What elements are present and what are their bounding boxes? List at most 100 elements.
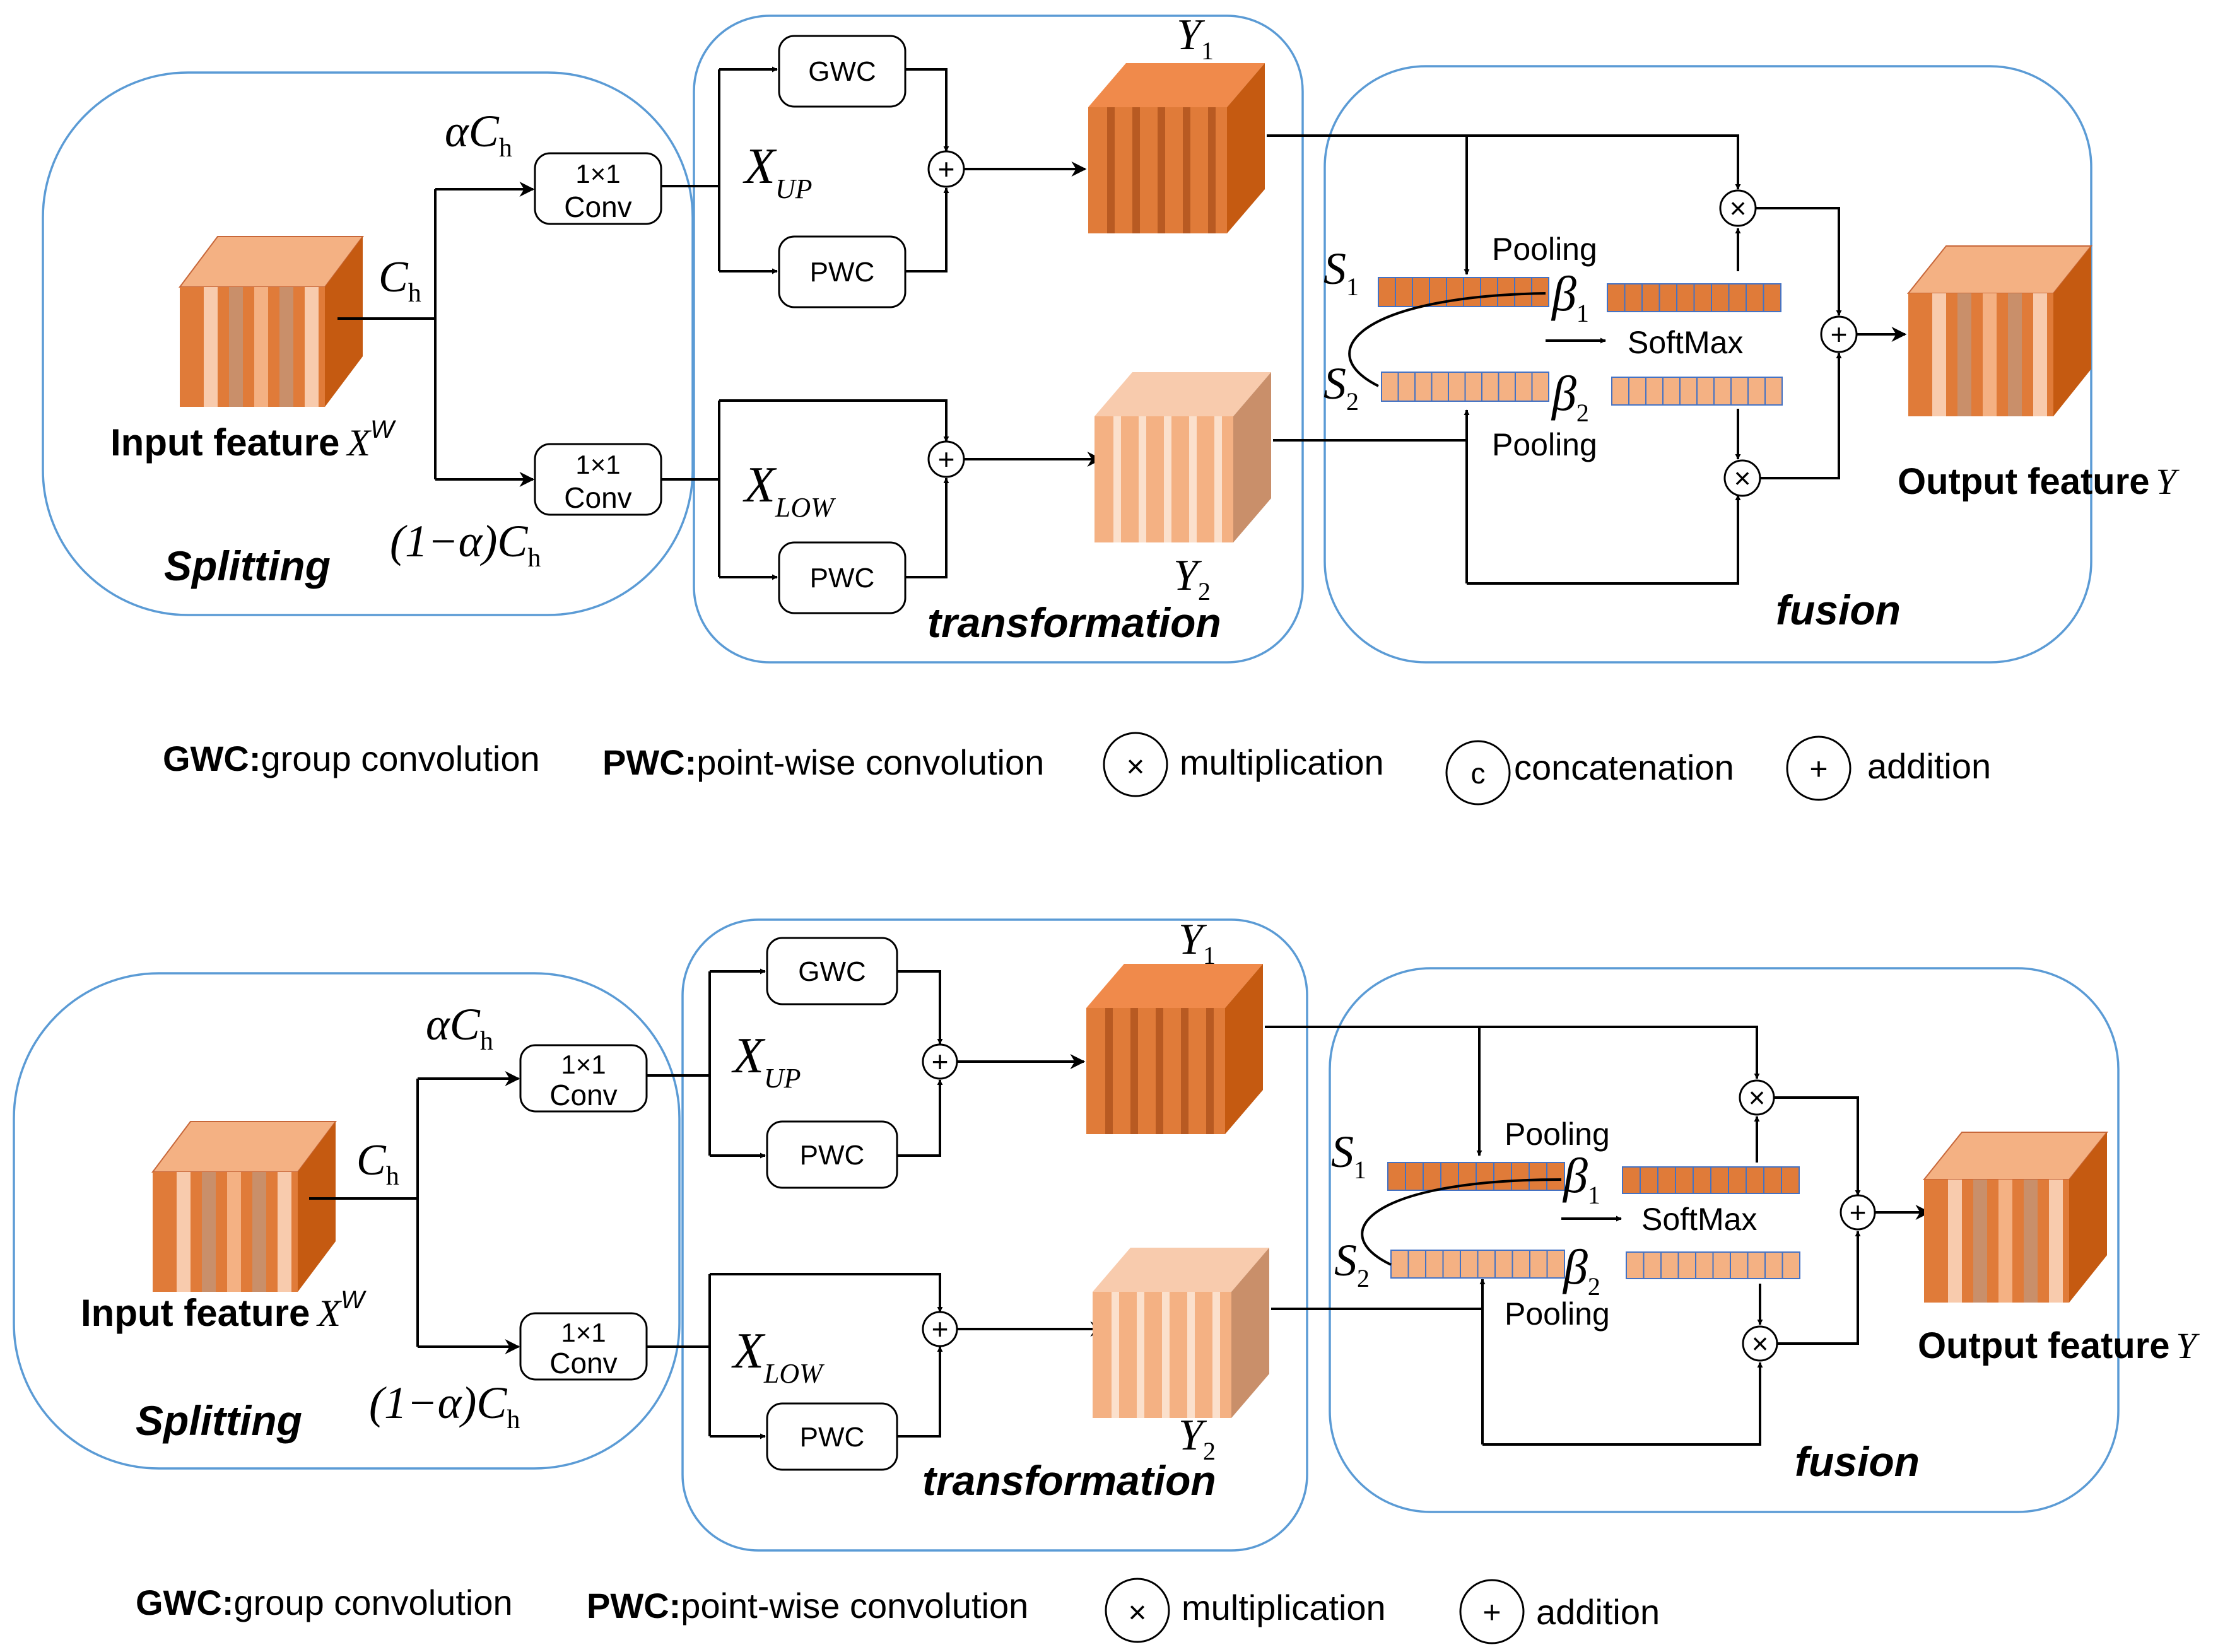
vector-cell	[1514, 277, 1532, 307]
svg-text:1×1: 1×1	[575, 159, 620, 189]
s2-label: S2	[1323, 358, 1359, 416]
softmax-vector-top	[1622, 1166, 1800, 1194]
softmax-label: SoftMax	[1641, 1202, 1757, 1237]
add-node-lower: +	[922, 1311, 958, 1347]
s1-vector	[1378, 277, 1549, 307]
svg-text:×: ×	[1749, 1081, 1766, 1114]
splitting-label: Splitting	[136, 1397, 302, 1444]
s1-s2-curve	[1348, 292, 1546, 387]
y2-feature-cube	[1094, 372, 1271, 542]
vector-cell	[1640, 1166, 1658, 1194]
ch-label: Ch	[379, 253, 421, 308]
svg-text:×: ×	[1752, 1327, 1769, 1360]
vector-cell	[1395, 277, 1413, 307]
input-feature-cube	[179, 236, 364, 407]
pooling-label-bottom: Pooling	[1492, 427, 1597, 462]
s1-label: S1	[1323, 243, 1359, 301]
svg-text:1×1: 1×1	[561, 1050, 606, 1079]
softmax-label: SoftMax	[1628, 325, 1743, 360]
vector-cell	[1498, 372, 1516, 402]
vector-cell	[1378, 277, 1396, 307]
alpha-ch-label: αCh	[445, 106, 512, 163]
vector-cell	[1423, 1162, 1441, 1191]
vector-cell	[1425, 1250, 1444, 1279]
svg-text:+: +	[1482, 1595, 1501, 1630]
y2-label: Y2	[1178, 1411, 1216, 1465]
svg-text:×: ×	[1730, 192, 1747, 225]
vector-cell	[1531, 372, 1549, 402]
s2-vector	[1390, 1250, 1565, 1279]
beta2-label: β2	[1562, 1239, 1600, 1301]
transformation-region	[693, 15, 1304, 664]
vector-cell	[1730, 377, 1749, 406]
transformation-label: transformation	[922, 1457, 1216, 1504]
vector-cell	[1746, 283, 1764, 312]
vector-cell	[1381, 372, 1399, 402]
vector-cell	[1695, 1251, 1714, 1279]
s2-vector	[1381, 372, 1549, 402]
svg-text:+: +	[932, 1313, 949, 1345]
vector-cell	[1442, 1250, 1461, 1279]
legend-multiply-icon	[1103, 732, 1168, 797]
vector-cell	[1611, 377, 1629, 406]
x-up-label: XUP	[731, 1028, 801, 1094]
vector-cell	[1781, 1166, 1800, 1194]
legend-concatenation: concatenation	[1514, 747, 1734, 787]
vector-cell	[1464, 372, 1482, 402]
legend-gwc: GWC:group convolution	[136, 1583, 513, 1622]
vector-cell	[1546, 1162, 1565, 1191]
y1-label: Y1	[1178, 915, 1216, 970]
vector-cell	[1431, 372, 1449, 402]
svg-text:×: ×	[1128, 1595, 1146, 1630]
multiply-node-bottom: ×	[1723, 459, 1761, 497]
beta1-label: β1	[1562, 1148, 1600, 1209]
svg-text:+: +	[1831, 318, 1848, 351]
vector-cell	[1712, 1251, 1731, 1279]
s1-vector	[1387, 1162, 1565, 1191]
vector-cell	[1477, 1250, 1496, 1279]
vector-cell	[1626, 1251, 1645, 1279]
vector-cell	[1624, 283, 1643, 312]
vector-cell	[1481, 372, 1499, 402]
legend-concat-icon	[1445, 740, 1511, 805]
multiply-node-bottom: ×	[1742, 1325, 1778, 1362]
vector-cell	[1728, 1166, 1747, 1194]
vector-cell	[1494, 1250, 1513, 1279]
vector-cell	[1660, 1251, 1679, 1279]
vector-cell	[1747, 1251, 1766, 1279]
svg-text:c: c	[1471, 757, 1486, 790]
output-feature-cube	[1906, 245, 2093, 416]
x-up-label: XUP	[742, 139, 813, 204]
conv-1x1-top: 1×1 Conv	[519, 1044, 648, 1113]
pwc-module-upper: PWC	[778, 235, 907, 308]
vector-cell	[1607, 283, 1626, 312]
y1-feature-cube	[1088, 63, 1265, 233]
vector-cell	[1730, 1251, 1749, 1279]
vector-cell	[1529, 1162, 1547, 1191]
vector-cell	[1515, 372, 1533, 402]
legend-gwc: GWC:group convolution	[163, 739, 540, 778]
vector-cell	[1711, 283, 1730, 312]
vector-cell	[1511, 1250, 1530, 1279]
transformation-label: transformation	[927, 599, 1221, 646]
vector-cell	[1662, 377, 1681, 406]
svg-text:+: +	[1809, 751, 1828, 787]
multiply-node-top: ×	[1739, 1079, 1775, 1116]
vector-cell	[1397, 372, 1416, 402]
svg-text:Conv: Conv	[549, 1079, 617, 1111]
svg-text:PWC: PWC	[800, 1140, 865, 1171]
svg-text:+: +	[938, 153, 955, 185]
svg-text:+: +	[938, 443, 955, 476]
svg-text:+: +	[1850, 1196, 1867, 1229]
vector-cell	[1747, 377, 1766, 406]
vector-cell	[1497, 277, 1515, 307]
alpha-ch-label: αCh	[426, 999, 493, 1056]
svg-text:×: ×	[1126, 749, 1144, 784]
x-low-label: XLOW	[731, 1323, 825, 1389]
vector-cell	[1679, 377, 1698, 406]
vector-cell	[1407, 1250, 1426, 1279]
